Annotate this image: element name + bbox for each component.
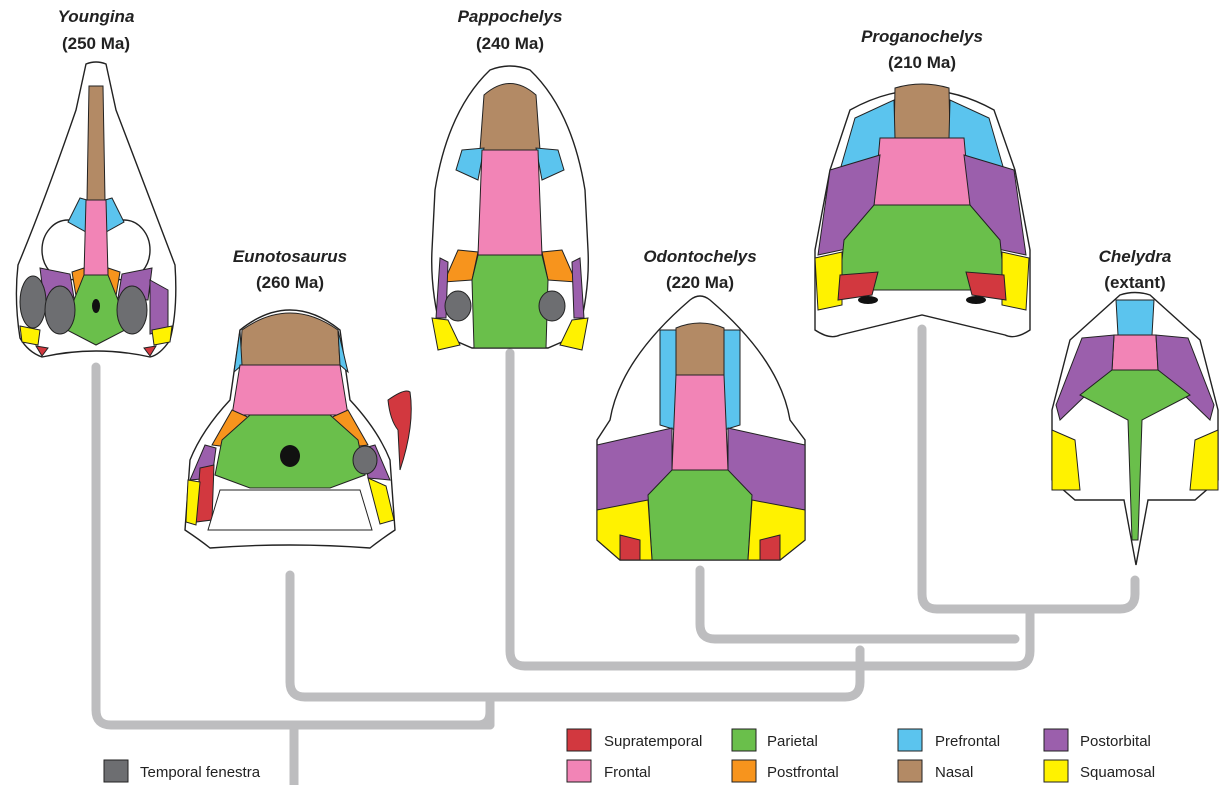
- legend-item-temporal-fenestra: Temporal fenestra: [104, 760, 261, 782]
- legend-swatch: [567, 760, 591, 782]
- frontal-bone: [478, 150, 542, 255]
- legend-swatch: [898, 729, 922, 751]
- squamosal-bone: [1002, 252, 1029, 310]
- supratemporal-bone: [620, 535, 640, 560]
- prefrontal-bone: [724, 330, 740, 430]
- skull-pappochelys: Pappochelys (240 Ma): [432, 7, 589, 350]
- legend-swatch: [898, 760, 922, 782]
- legend-swatch: [567, 729, 591, 751]
- legend-item-postfrontal: Postfrontal: [732, 760, 839, 782]
- taxon-age-eunotosaurus: (260 Ma): [256, 273, 324, 292]
- temporal-fenestra: [445, 291, 471, 321]
- taxon-name-chelydra: Chelydra: [1099, 247, 1172, 266]
- legend-label: Nasal: [935, 764, 973, 781]
- legend-label: Frontal: [604, 764, 651, 781]
- skull-youngina: Youngina (250 Ma): [16, 7, 175, 357]
- temporal-fenestra: [117, 286, 147, 334]
- occipital-opening: [858, 296, 878, 304]
- taxon-name-proganochelys: Proganochelys: [861, 27, 983, 46]
- parietal-bone: [472, 255, 548, 348]
- taxon-age-chelydra: (extant): [1104, 273, 1165, 292]
- temporal-fenestra: [45, 286, 75, 334]
- temporal-fenestra: [20, 276, 46, 328]
- legend-label: Postorbital: [1080, 733, 1151, 750]
- taxon-age-odontochelys: (220 Ma): [666, 273, 734, 292]
- prefrontal-bone: [1116, 300, 1154, 335]
- squamosal-bone: [815, 252, 842, 310]
- legend-item-frontal: Frontal: [567, 760, 651, 782]
- parietal-bone: [648, 470, 752, 560]
- legend-item-postorbital: Postorbital: [1044, 729, 1151, 751]
- legend-label: Temporal fenestra: [140, 764, 261, 781]
- legend-swatch: [1044, 760, 1068, 782]
- nasal-bone: [894, 84, 950, 138]
- legend-swatch: [732, 729, 756, 751]
- nasal-bone: [87, 86, 105, 200]
- parietal-foramen: [92, 299, 100, 313]
- skull-eunotosaurus: Eunotosaurus (260 Ma): [185, 247, 411, 548]
- prefrontal-bone: [660, 330, 676, 430]
- legend-swatch: [1044, 729, 1068, 751]
- legend-item-nasal: Nasal: [898, 760, 973, 782]
- taxon-age-pappochelys: (240 Ma): [476, 34, 544, 53]
- frontal-bone: [874, 138, 970, 205]
- temporal-fenestra: [353, 446, 377, 474]
- legend-item-prefrontal: Prefrontal: [898, 729, 1000, 751]
- taxon-name-odontochelys: Odontochelys: [643, 247, 756, 266]
- frontal-bone: [1112, 335, 1158, 370]
- legend-swatch: [104, 760, 128, 782]
- taxon-age-proganochelys: (210 Ma): [888, 53, 956, 72]
- supratemporal-bone: [388, 391, 411, 470]
- nasal-bone: [676, 323, 724, 375]
- legend-label: Parietal: [767, 733, 818, 750]
- legend-label: Supratemporal: [604, 733, 702, 750]
- legend-label: Postfrontal: [767, 764, 839, 781]
- frontal-bone: [84, 200, 108, 275]
- skull-chelydra: Chelydra (extant): [1052, 247, 1218, 565]
- legend-item-supratemporal: Supratemporal: [567, 729, 702, 751]
- taxon-age-youngina: (250 Ma): [62, 34, 130, 53]
- nasal-bone: [480, 84, 540, 151]
- postorbital-bone: [150, 280, 168, 334]
- legend-label: Prefrontal: [935, 733, 1000, 750]
- legend: Temporal fenestra Supratemporal Parietal…: [104, 729, 1155, 782]
- frontal-bone: [672, 375, 728, 470]
- legend-swatch: [732, 760, 756, 782]
- skull-odontochelys: Odontochelys (220 Ma): [597, 247, 805, 560]
- skull-proganochelys: Proganochelys (210 Ma): [815, 27, 1030, 337]
- legend-label: Squamosal: [1080, 764, 1155, 781]
- occipital-opening: [966, 296, 986, 304]
- occipital-region: [208, 490, 372, 530]
- taxon-name-youngina: Youngina: [58, 7, 135, 26]
- temporal-fenestra: [539, 291, 565, 321]
- tree-branch-eunotosaurus: [290, 575, 860, 725]
- taxon-name-pappochelys: Pappochelys: [458, 7, 563, 26]
- taxon-name-eunotosaurus: Eunotosaurus: [233, 247, 347, 266]
- frontal-bone: [232, 365, 348, 415]
- parietal-foramen: [280, 445, 300, 467]
- supratemporal-bone: [760, 535, 780, 560]
- legend-item-parietal: Parietal: [732, 729, 818, 751]
- legend-item-squamosal: Squamosal: [1044, 760, 1155, 782]
